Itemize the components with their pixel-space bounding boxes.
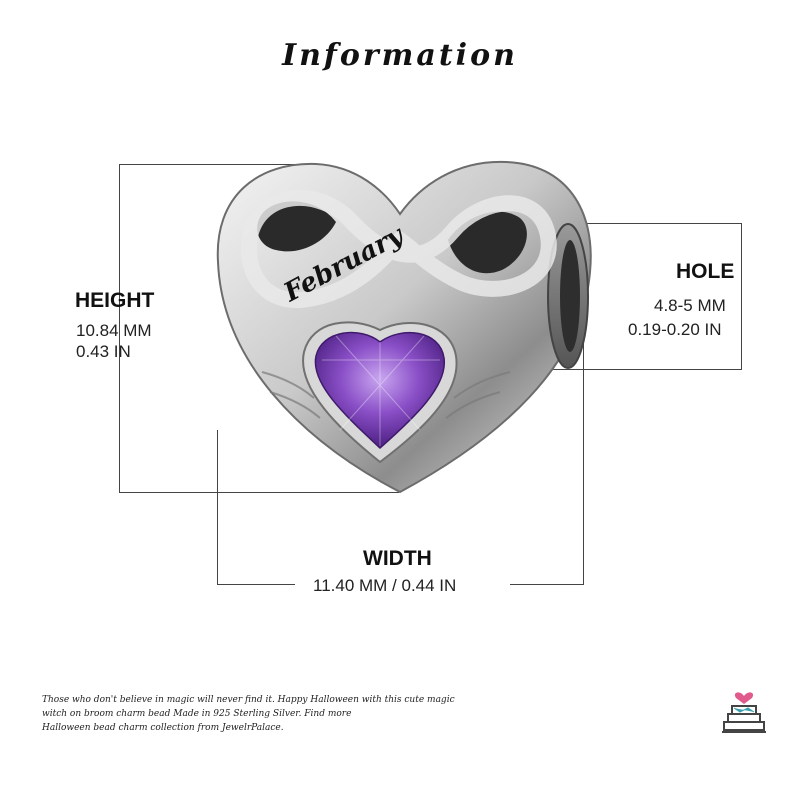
cake-logo-icon	[722, 692, 766, 733]
hole-dim-top	[566, 223, 742, 224]
width-value: 11.40 MM / 0.44 IN	[313, 576, 457, 595]
height-in: 0.43 IN	[76, 342, 131, 361]
infinity-band	[240, 189, 557, 309]
footer-line-1: Those who don't believe in magic will ne…	[42, 695, 455, 705]
hole-dim-vertical	[741, 223, 742, 369]
hole-dim-bottom	[546, 369, 742, 370]
height-mm: 10.84 MM	[76, 321, 152, 340]
footer-line-3: Halloween bead charm collection from Jew…	[42, 723, 284, 733]
width-dim-left	[217, 430, 218, 585]
page-title: Information	[282, 38, 518, 73]
hole-mm: 4.8-5 MM	[654, 296, 726, 315]
width-dim-bottom-right	[510, 584, 584, 585]
height-dim-vertical	[119, 164, 120, 493]
width-dim-bottom-left	[217, 584, 295, 585]
width-label: WIDTH	[363, 547, 432, 570]
footer-description: Those who don't believe in magic will ne…	[42, 693, 562, 735]
infinity-left-opening	[257, 201, 336, 252]
height-dim-top	[119, 164, 304, 165]
width-dim-right	[583, 220, 584, 585]
hole-label: HOLE	[676, 260, 735, 283]
hole-in: 0.19-0.20 IN	[628, 320, 722, 339]
purple-heart-gem	[314, 331, 445, 450]
footer-line-2: witch on broom charm bead Made in 925 St…	[42, 709, 352, 719]
height-label: HEIGHT	[75, 289, 155, 312]
height-dim-bottom	[119, 492, 399, 493]
